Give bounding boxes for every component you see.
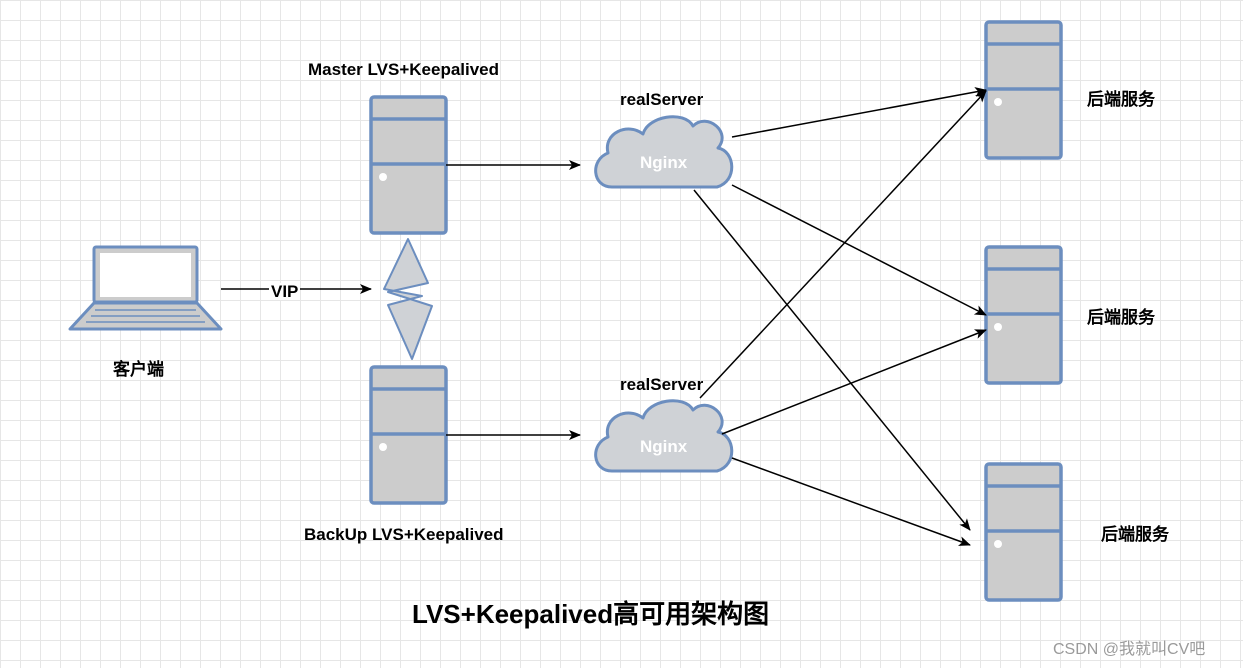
nginx-bottom-label: Nginx (640, 437, 688, 456)
backend-server-3-icon (984, 462, 1063, 602)
cloud-icon-nginx-top (594, 115, 734, 189)
backup-lvs-server-icon (369, 365, 448, 505)
arrow-nginx-top-to-backend-1 (731, 87, 987, 138)
vip-label: VIP (269, 282, 301, 301)
backend-server-2-icon (984, 245, 1063, 385)
watermark: CSDN @我就叫CV吧 (1053, 641, 1206, 658)
backend-3-label: 后端服务 (1101, 525, 1169, 544)
arrow-nginx-bottom-to-backend-1 (699, 90, 987, 399)
real-server-bottom-label: realServer (620, 375, 704, 394)
backup-lvs-label: BackUp LVS+Keepalived (304, 525, 504, 544)
diagram-title: LVS+Keepalived高可用架构图 (412, 599, 770, 629)
client-label: 客户端 (113, 360, 164, 379)
arrow-nginx-top-to-backend-2 (731, 184, 987, 316)
lightning-heartbeat-icon (383, 238, 433, 360)
arrow-nginx-bottom-to-backend-3 (731, 457, 971, 546)
backend-1-label: 后端服务 (1087, 90, 1155, 109)
backend-server-1-icon (984, 20, 1063, 160)
laptop-icon (68, 245, 223, 331)
cloud-icon-nginx-bottom (594, 399, 734, 473)
arrow-nginx-top-to-backend-3 (693, 189, 971, 531)
master-lvs-server-icon (369, 95, 448, 235)
backend-2-label: 后端服务 (1087, 308, 1155, 327)
arrow-nginx-bottom-to-backend-2 (721, 329, 987, 435)
nginx-top-label: Nginx (640, 153, 688, 172)
master-lvs-label: Master LVS+Keepalived (308, 60, 500, 79)
real-server-top-label: realServer (620, 90, 704, 109)
